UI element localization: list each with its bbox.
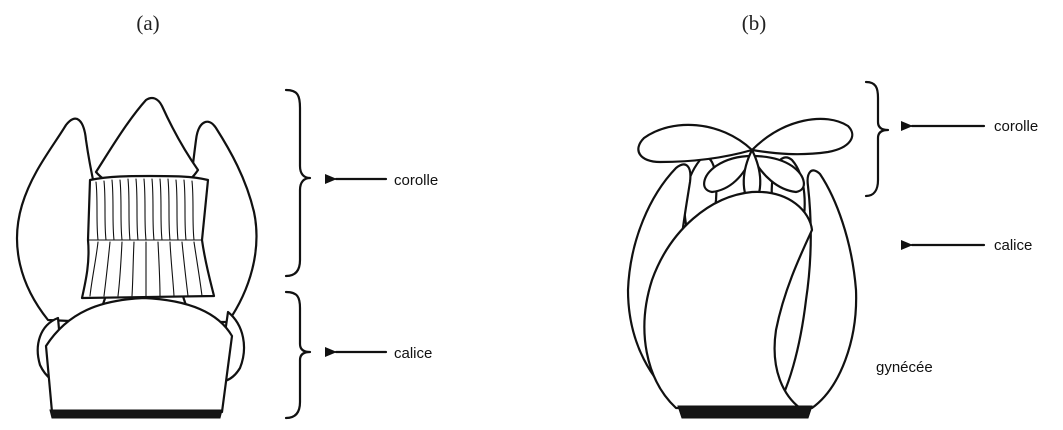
flower-a-calyx-label: calice — [394, 345, 432, 362]
panel-b: (b) corolle calice gynécée — [628, 11, 1038, 418]
panel-b-label: (b) — [742, 11, 767, 35]
flower-b-base — [678, 406, 812, 418]
flower-b-left-spread-petal — [638, 125, 752, 162]
flower-a-corolla-label: corolle — [394, 172, 438, 189]
flower-b-right-spread-petal — [752, 119, 852, 154]
panel-a: (a) — [17, 11, 438, 418]
flower-b-corolla-label: corolle — [994, 118, 1038, 135]
panel-a-label: (a) — [136, 11, 159, 35]
flower-a-illustration — [17, 98, 256, 418]
flower-a-base — [50, 410, 222, 418]
flower-b-corolla-bracket — [866, 82, 888, 196]
flower-b-gynoecium-label: gynécée — [876, 359, 933, 376]
flower-b-calyx-label: calice — [994, 237, 1032, 254]
flower-a-calyx-bracket — [286, 292, 310, 418]
flower-b-illustration — [628, 119, 856, 418]
flower-a-corolla-bracket — [286, 90, 310, 276]
